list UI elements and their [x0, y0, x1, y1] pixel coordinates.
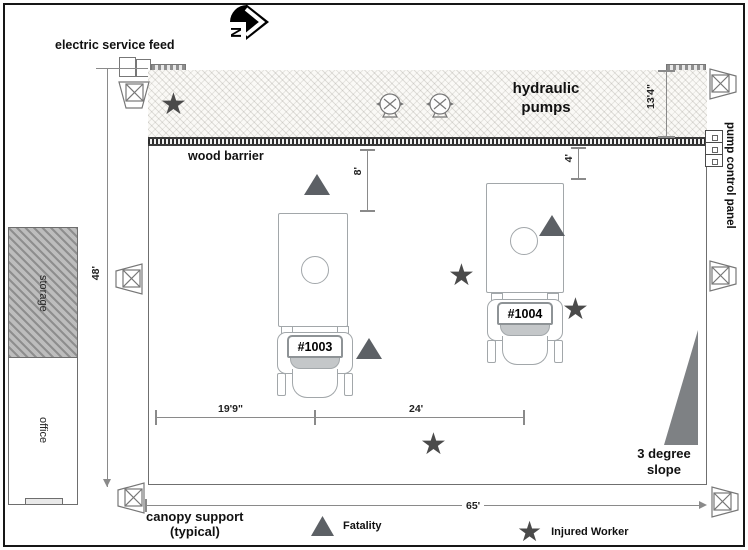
truck-1003-cab: #1003 [277, 326, 353, 400]
truck-1004-cab: #1004 [487, 293, 563, 367]
office-label: office [37, 417, 49, 444]
office-door [25, 498, 63, 505]
slope-label: 3 degree slope [637, 446, 691, 478]
dim-13-4-label: 13'4" [645, 84, 657, 109]
canopy-support-icon [117, 482, 145, 514]
injured-worker-marker: ★ [448, 258, 475, 293]
canopy-support-icon [115, 263, 143, 295]
truck-1004-drum [510, 227, 538, 255]
dim-65-line [145, 505, 705, 506]
pump-icon [376, 93, 404, 118]
truck-1004-trailer [486, 183, 564, 293]
truck-1003-id: #1003 [287, 335, 343, 358]
canopy-support-label-2: (typical) [170, 524, 220, 539]
storage-label: storage [37, 274, 49, 312]
dim-trucks-line [155, 417, 524, 418]
pump-icon [426, 93, 454, 118]
pump-control-panel-label: pump control panel [724, 122, 736, 229]
north-arrow-icon: N [227, 4, 269, 40]
pump-control-switch [706, 155, 722, 166]
dim-4-line [578, 147, 579, 180]
building: storage office [8, 227, 78, 505]
truck-1004-id: #1004 [497, 302, 553, 325]
truck-1003-hood [290, 358, 340, 369]
dim-19-9-label: 19'9" [218, 403, 243, 415]
dim-24-label: 24' [409, 403, 424, 415]
wood-barrier [148, 137, 707, 146]
diagram-border [3, 3, 745, 547]
storage-room [9, 228, 77, 358]
injured-worker-marker: ★ [420, 427, 447, 462]
electric-service-feed-label: electric service feed [55, 38, 175, 52]
dim-48-label: 48' [90, 266, 102, 281]
canopy-support-icon [711, 486, 739, 518]
pump-control-switch [706, 143, 722, 155]
wood-barrier-label: wood barrier [188, 149, 264, 163]
dim-65-label: 65' [462, 500, 485, 512]
dim-8-line [367, 149, 368, 211]
dim-4-label: 4' [563, 154, 575, 163]
hydraulic-pumps-label: hydraulic pumps [512, 80, 580, 116]
legend-fatality: Fatality [311, 516, 382, 536]
canopy-support-icon [709, 260, 737, 292]
injured-worker-legend-label: Injured Worker [551, 526, 629, 538]
truck-1004-front [502, 336, 548, 365]
truck-1003-drum [301, 256, 329, 284]
fatality-legend-label: Fatality [343, 520, 382, 532]
dim-13-4-line [666, 70, 667, 138]
canopy-support-label: canopy support [146, 509, 244, 524]
truck-1003-front [292, 369, 338, 398]
injured-worker-marker: ★ [562, 292, 589, 327]
canopy-support-icon [709, 68, 737, 100]
injured-worker-legend-icon: ★ [517, 515, 543, 548]
pump-control-switch [706, 131, 722, 143]
dim-48-line [107, 68, 108, 487]
electric-feed-line [96, 68, 148, 69]
canopy-support-icon [118, 81, 150, 109]
dim-8-label: 8' [352, 167, 364, 176]
north-label: N [227, 27, 244, 38]
legend-injured-worker: ★ Injured Worker [517, 518, 629, 546]
electric-service-feed-box [119, 57, 136, 77]
truck-1004-hood [500, 325, 550, 336]
fatality-legend-icon [311, 516, 334, 536]
pump-control-panel [705, 130, 723, 167]
injured-worker-marker: ★ [160, 87, 187, 122]
